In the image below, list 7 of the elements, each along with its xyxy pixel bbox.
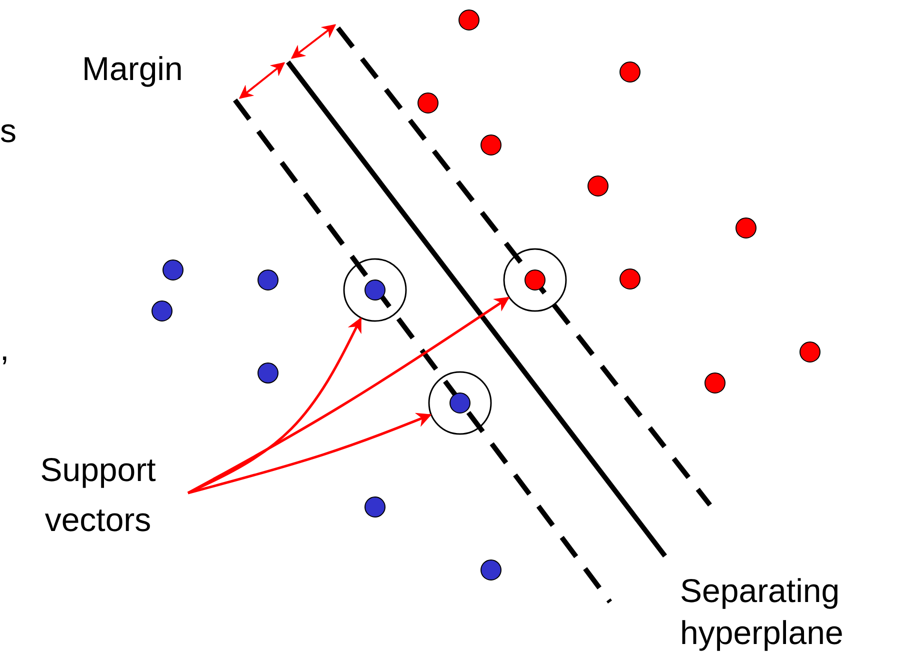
text-fragment: s xyxy=(0,111,16,151)
arrow xyxy=(187,296,510,494)
hyperplane-label: Separating hyperplane xyxy=(680,571,844,653)
margin-label: Margin xyxy=(82,49,183,89)
text-fragment: , xyxy=(0,329,10,369)
callout-text: Support vectors xyxy=(39,450,157,540)
arrow xyxy=(188,412,432,494)
